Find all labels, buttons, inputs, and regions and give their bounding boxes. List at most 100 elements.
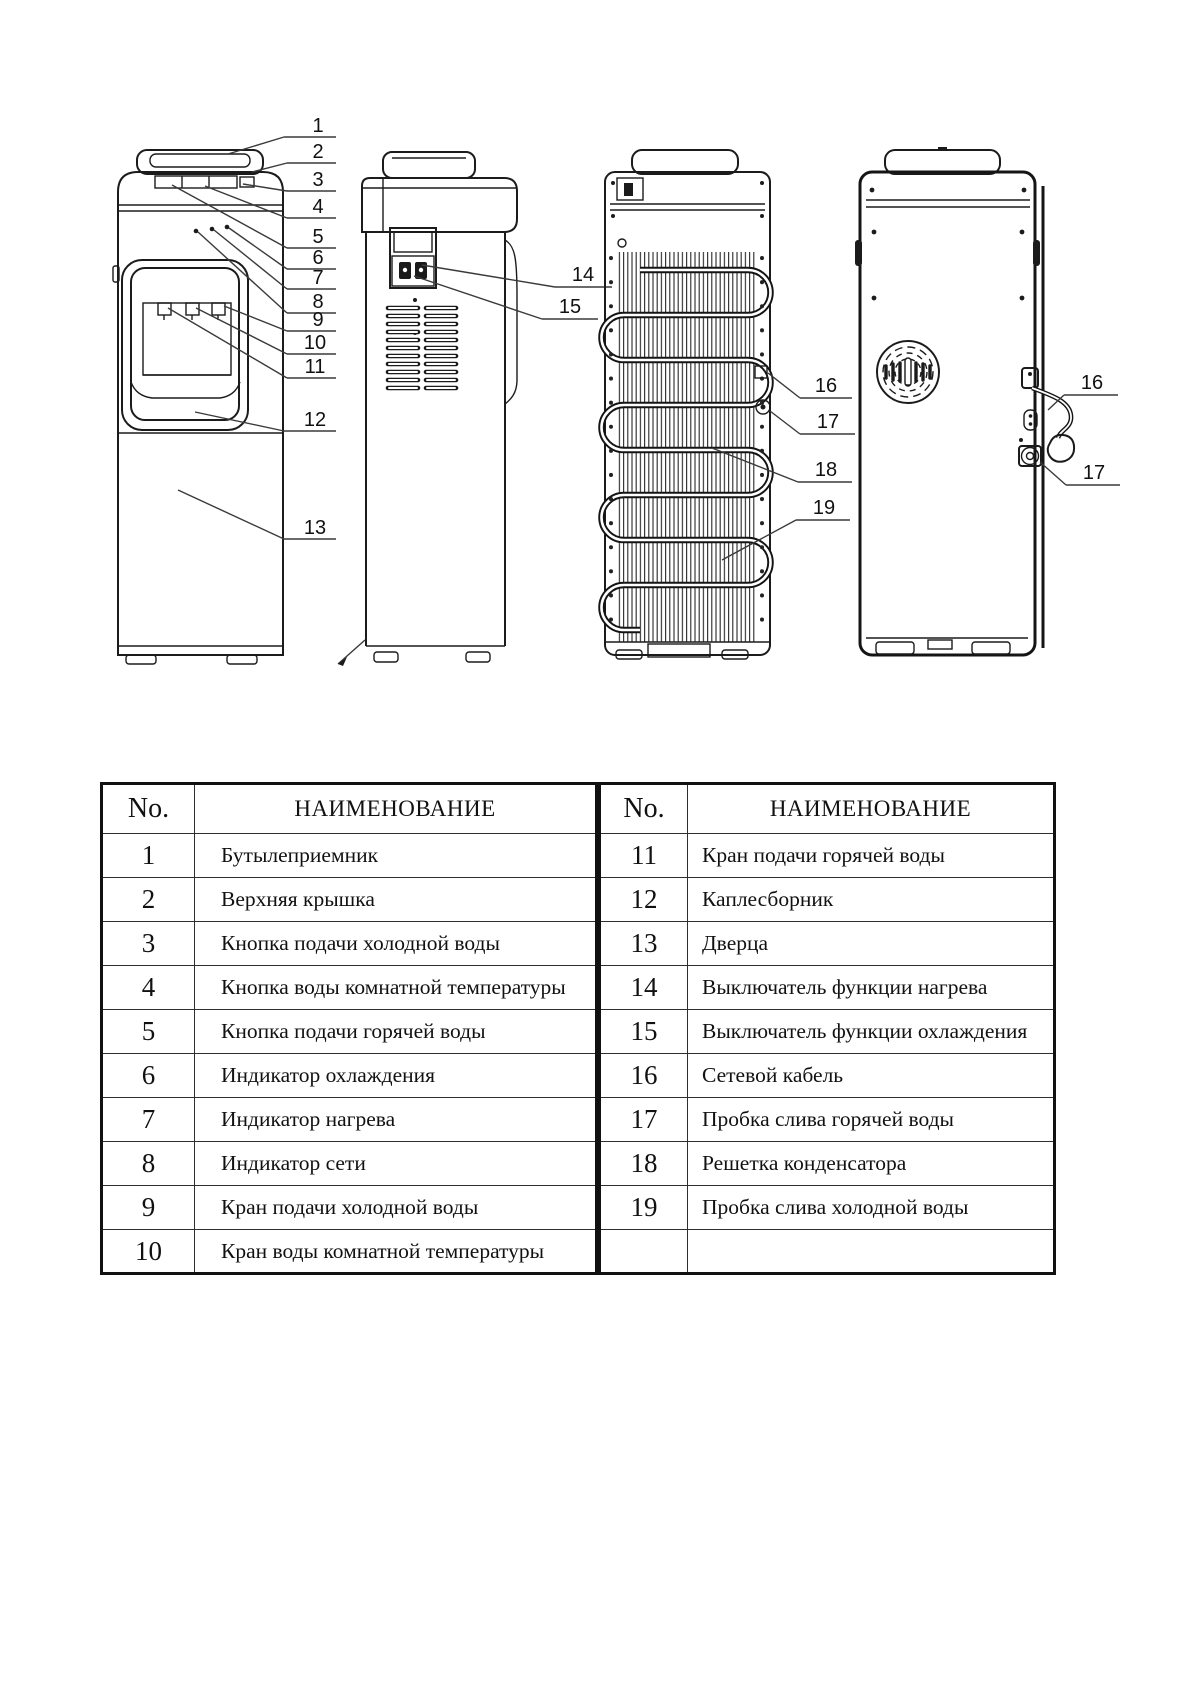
callout-label: 3 — [312, 169, 323, 191]
right-edge-tab — [1033, 240, 1040, 266]
part-name: Кран подачи горячей воды — [687, 833, 1055, 878]
table-header-row: No. НАИМЕНОВАНИЕ — [101, 783, 597, 834]
callout-label: 10 — [304, 332, 326, 354]
part-name: Выключатель функции охлаждения — [687, 1009, 1055, 1054]
bottle-collar-panel — [884, 149, 1001, 175]
part-no: 6 — [101, 1053, 195, 1098]
bottle-collar-side — [382, 151, 476, 179]
part-name: Кнопка подачи холодной воды — [194, 921, 597, 966]
callout-label: 7 — [312, 267, 323, 289]
back-callouts: 16 17 18 19 — [711, 372, 855, 561]
part-no: 7 — [101, 1097, 195, 1142]
bottle-collar-back — [631, 149, 739, 175]
back-panel-view: 16 17 — [855, 147, 1120, 657]
part-name: Решетка конденсатора — [687, 1141, 1055, 1186]
part-no: 5 — [101, 1009, 195, 1054]
top-cover-side — [361, 177, 518, 233]
bottle-receiver — [136, 149, 264, 175]
part-no: 11 — [599, 833, 688, 878]
callout-label: 2 — [312, 141, 323, 163]
part-name: Выключатель функции нагрева — [687, 965, 1055, 1010]
part-no: 9 — [101, 1185, 195, 1230]
left-edge-tab — [855, 240, 862, 266]
part-name: Верхняя крышка — [194, 877, 597, 922]
part-name: Кнопка подачи горячей воды — [194, 1009, 597, 1054]
power-inlet — [616, 177, 644, 201]
back-base — [605, 641, 770, 660]
part-no: 14 — [599, 965, 688, 1010]
callout-label: 11 — [305, 356, 326, 378]
hot-drain-plug — [755, 399, 771, 415]
col-header-name: НАИМЕНОВАНИЕ — [194, 783, 597, 834]
part-no: 16 — [599, 1053, 688, 1098]
callout-label: 18 — [815, 459, 837, 481]
hinge-fitting — [1023, 409, 1038, 431]
back-condenser-view: 16 17 18 19 — [598, 149, 855, 660]
fan-grille — [876, 340, 940, 404]
condenser-grille — [598, 252, 774, 642]
switch-panel — [389, 227, 437, 289]
part-no: 8 — [101, 1141, 195, 1186]
dispenser-recess — [121, 259, 249, 431]
water-taps — [157, 302, 226, 320]
front-base — [118, 645, 283, 665]
part-no: 18 — [599, 1141, 688, 1186]
panel-base — [866, 637, 1028, 655]
front-view: 1 2 3 4 5 6 7 8 9 10 11 12 13 — [112, 115, 336, 665]
part-no: 13 — [599, 921, 688, 966]
part-name — [687, 1229, 1055, 1274]
drip-tray — [130, 374, 241, 399]
part-name: Индикатор нагрева — [194, 1097, 597, 1142]
part-no: 4 — [101, 965, 195, 1010]
callout-label: 8 — [312, 291, 323, 313]
table-header-row: No. НАИМЕНОВАНИЕ — [599, 783, 1055, 834]
power-cord — [1021, 367, 1076, 463]
part-no: 1 — [101, 833, 195, 878]
part-no: 15 — [599, 1009, 688, 1054]
callout-label: 1 — [312, 115, 323, 137]
part-name: Сетевой кабель — [687, 1053, 1055, 1098]
col-header-no: No. — [101, 783, 195, 834]
side-callouts: 14 15 — [413, 264, 612, 320]
part-name: Дверца — [687, 921, 1055, 966]
side-view: 14 15 — [337, 151, 612, 666]
part-name: Кран подачи холодной воды — [194, 1185, 597, 1230]
side-base — [337, 639, 505, 666]
part-name: Пробка слива горячей воды — [687, 1097, 1055, 1142]
side-notch — [112, 265, 120, 283]
callout-label: 13 — [304, 517, 326, 539]
callout-label: 4 — [312, 196, 323, 218]
louver-vents-inner — [388, 307, 456, 389]
callout-label: 14 — [572, 264, 594, 286]
front-cabinet — [117, 171, 284, 656]
callout-label: 17 — [1083, 462, 1105, 484]
power-plug — [1046, 433, 1076, 463]
part-name: Кран воды комнатной температуры — [194, 1229, 597, 1274]
side-bulge — [504, 239, 518, 405]
callout-label: 12 — [304, 409, 326, 431]
part-name: Пробка слива холодной воды — [687, 1185, 1055, 1230]
callout-label: 19 — [813, 497, 835, 519]
part-no — [599, 1229, 688, 1274]
callout-label: 16 — [1081, 372, 1103, 394]
